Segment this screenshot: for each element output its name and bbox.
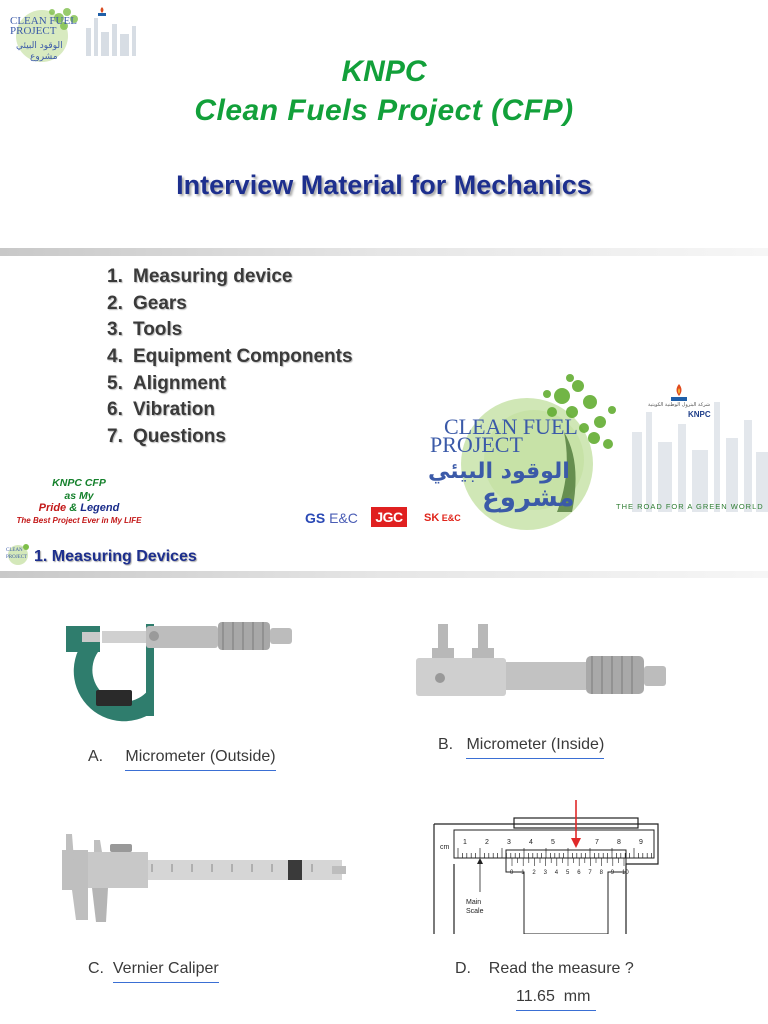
- main-scale-number: 7: [595, 839, 599, 846]
- section-divider: [0, 248, 768, 256]
- title-slide: CLEAN FUEL PROJECT الوقود البيئي مشروع K…: [0, 7, 768, 530]
- vernier-scale-number: 5: [566, 870, 570, 876]
- svg-text:مشروع: مشروع: [30, 52, 58, 62]
- svg-text:PROJECT: PROJECT: [430, 432, 523, 457]
- vernier-scale-number: 4: [555, 870, 559, 876]
- vernier-scale-number: 10: [622, 870, 629, 876]
- answer-value: 11.65 mm: [516, 988, 597, 1011]
- gs-ec-logo: GS E&C: [305, 510, 358, 526]
- svg-text:THE ROAD FOR A GREEN WORLD: THE ROAD FOR A GREEN WORLD: [616, 502, 764, 511]
- main-scale-number: 3: [507, 839, 511, 846]
- caption-c: C. Vernier Caliper: [88, 960, 219, 983]
- vernier-scale-number: 6: [577, 870, 581, 876]
- vernier-caliper-image: [62, 834, 346, 922]
- agenda-item: 2.Gears: [107, 292, 187, 314]
- measuring-devices-slide: CLEAN PROJECT 1. Measuring Devices A. Mi…: [0, 540, 768, 1024]
- svg-text:مشروع: مشروع: [482, 483, 575, 513]
- clean-fuel-project-logo-tiny: CLEAN PROJECT: [6, 544, 29, 565]
- outside-micrometer-image: [66, 622, 292, 722]
- agenda-item: 1.Measuring device: [107, 266, 293, 287]
- vernier-scale-number: 9: [611, 870, 615, 876]
- slide-title-measuring-devices: 1. Measuring Devices: [34, 548, 197, 565]
- jgc-logo: JGC: [371, 507, 407, 527]
- agenda-item: 6.Vibration: [107, 399, 215, 421]
- main-scale-number: 2: [485, 839, 489, 846]
- svg-text:CLEAN FUEL: CLEAN FUEL: [10, 15, 77, 27]
- subtitle-interview-material: Interview Material for Mechanics: [176, 170, 592, 200]
- svg-text:CLEAN FUEL: CLEAN FUEL: [444, 414, 578, 439]
- agenda-list: 1.Measuring device 2.Gears 3.Tools 4.Equ…: [107, 264, 353, 451]
- agenda-item: 3.Tools: [107, 319, 183, 341]
- svg-text:الوقود البيئي: الوقود البيئي: [428, 459, 570, 484]
- pride-and-legend-badge: KNPC CFP as My Pride & Legend The Best P…: [16, 477, 142, 525]
- svg-text:KNPC: KNPC: [688, 410, 711, 419]
- caption-a: A. Micrometer (Outside): [88, 748, 276, 771]
- svg-text:Scale: Scale: [466, 908, 484, 915]
- main-scale-number: 9: [639, 839, 643, 846]
- vernier-scale-number: 3: [544, 870, 548, 876]
- main-scale-number: 4: [529, 839, 533, 846]
- vernier-scale-number: 8: [600, 870, 604, 876]
- vernier-scale-number: 0: [510, 870, 514, 876]
- svg-text:Main: Main: [466, 899, 481, 906]
- main-scale-number: 1: [463, 839, 467, 846]
- vernier-scale-number: 1: [521, 870, 525, 876]
- clean-fuel-project-logo-small: CLEAN FUEL PROJECT الوقود البيئي مشروع: [10, 7, 136, 62]
- agenda-item: 4.Equipment Components: [107, 346, 353, 368]
- section-divider: [0, 571, 768, 578]
- caption-b: B. Micrometer (Inside): [438, 736, 605, 759]
- sk-ec-logo: SK E&C: [424, 512, 461, 524]
- svg-text:الوقود البيئي: الوقود البيئي: [16, 41, 63, 51]
- svg-text:PROJECT: PROJECT: [10, 25, 57, 37]
- title-clean-fuels-project: Clean Fuels Project (CFP): [194, 94, 574, 127]
- caption-d: D. Read the measure ?: [455, 960, 634, 977]
- svg-text:CLEAN: CLEAN: [6, 548, 23, 553]
- inside-micrometer-image: [416, 624, 666, 696]
- title-knpc: KNPC: [341, 55, 427, 88]
- svg-text:cm: cm: [440, 844, 450, 851]
- svg-text:PROJECT: PROJECT: [6, 555, 27, 560]
- clean-fuel-project-logo: CLEAN FUEL PROJECT الوقود البيئي مشروع ش…: [428, 374, 768, 530]
- vernier-scale-number: 7: [588, 870, 592, 876]
- main-scale-number: 5: [551, 839, 555, 846]
- agenda-item: 5.Alignment: [107, 372, 226, 394]
- svg-text:شركة البترول الوطنية الكويتية: شركة البترول الوطنية الكويتية: [648, 402, 710, 408]
- vernier-scale-number: 2: [532, 870, 536, 876]
- main-scale-number: 8: [617, 839, 621, 846]
- agenda-item: 7.Questions: [107, 426, 226, 448]
